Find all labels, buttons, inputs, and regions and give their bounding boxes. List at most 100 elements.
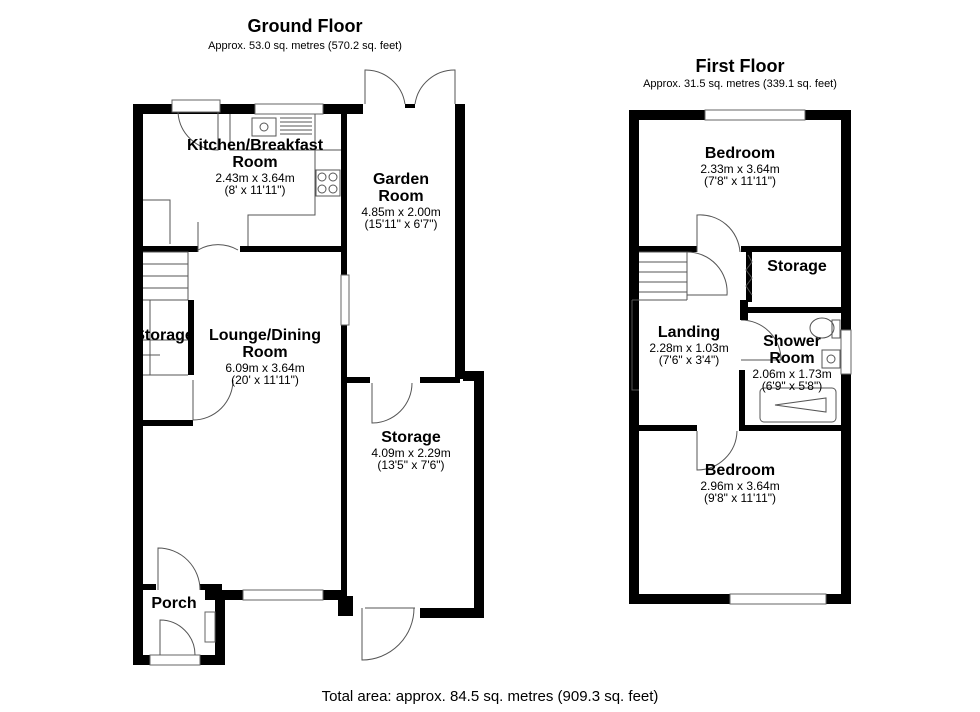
lounge-inner-door — [192, 379, 234, 421]
wall-top-kitchen — [133, 104, 363, 114]
wall-garden-bottom-right — [420, 377, 460, 383]
kitchen-back-door — [177, 111, 219, 151]
first-floor-area: Approx. 31.5 sq. metres (339.1 sq. feet) — [643, 78, 837, 90]
landing-name: Landing — [657, 324, 721, 341]
kitchen-name-2: Room — [232, 153, 278, 171]
storage-imperial: (13'5" x 7'6") — [377, 458, 445, 473]
wall-lounge-divider — [138, 420, 193, 426]
kitchen-to-lounge-door — [197, 244, 239, 251]
wall-right-storage — [474, 371, 484, 616]
lounge-imperial: (20' x 11'11") — [231, 373, 299, 388]
ground-floor-plan — [133, 69, 484, 666]
kitchen-door-frame — [171, 99, 221, 113]
ff-storage-name: Storage — [767, 258, 827, 275]
lounge-window — [340, 274, 350, 326]
landing-imperial: (7'6" x 3'4") — [658, 353, 720, 368]
ff-bedroom1-label: Bedroom 2.33m x 3.64m (7'8" x 11'11") — [650, 145, 830, 189]
garden-imperial: (15'11" x 6'7") — [364, 217, 438, 232]
storage-small-name: Storage — [143, 328, 194, 344]
storage-door-left — [361, 607, 415, 661]
kitchen-counter-left — [143, 199, 171, 244]
ground-stairs — [143, 251, 189, 301]
wall-storage-divider — [188, 300, 194, 375]
kitchen-imperial: (8' x 11'11") — [224, 183, 286, 198]
ff-landing-door — [686, 251, 728, 296]
kitchen-counter — [229, 114, 316, 246]
porch-door-frame — [149, 654, 201, 666]
garden-name: Garden — [372, 171, 429, 188]
storage-label: Storage 4.09m x 2.29m (13'5" x 7'6") — [350, 429, 472, 473]
wall-right-porch — [215, 590, 225, 665]
ground-floor-area: Approx. 53.0 sq. metres (570.2 sq. feet) — [208, 40, 402, 52]
ff-landing-label: Landing 2.28m x 1.03m (7'6" x 3'4") — [636, 324, 742, 368]
hob-icon — [315, 169, 341, 197]
first-floor-plan — [629, 109, 852, 605]
wall-porch-top-left — [138, 584, 156, 590]
lounge-name: Lounge/Dining — [209, 327, 321, 344]
ff-storage-door — [745, 254, 753, 296]
wall-left — [133, 104, 143, 664]
porch-name: Porch — [151, 595, 197, 612]
kitchen-window — [254, 103, 324, 115]
ff-wall-bedroom2-left — [635, 425, 697, 431]
garden-door-right — [414, 69, 456, 105]
garden-door-left — [364, 69, 406, 105]
lounge-name-2: Room — [242, 343, 288, 361]
wall-bottom-storage-right — [420, 608, 484, 618]
shower-metric: 2.06m x 1.73m — [752, 366, 832, 381]
ground-floor-title: Ground Floor — [247, 16, 363, 36]
bedroom2-name: Bedroom — [704, 462, 776, 479]
porch-label: Porch — [143, 595, 205, 613]
wall-porch-top-right — [200, 584, 222, 590]
ff-bedroom1-window — [704, 109, 806, 121]
ff-stairs — [639, 251, 688, 300]
ff-bedroom2-door — [696, 430, 738, 471]
ff-wall-shower-left — [739, 370, 745, 430]
wall-bottom-storage-left — [338, 596, 353, 616]
bedroom1-name: Bedroom — [704, 145, 776, 162]
total-area: Total area: approx. 84.5 sq. metres (909… — [321, 688, 659, 705]
bedroom1-imperial: (7'8" x 11'11") — [703, 174, 777, 189]
storage-metric: 4.09m x 2.29m — [371, 445, 451, 460]
ff-bedroom1-door — [696, 214, 741, 253]
porch-front-door — [159, 619, 196, 656]
kitchen-metric: 2.43m x 3.64m — [215, 170, 295, 185]
ff-wall-left — [629, 110, 639, 604]
storage-inner-door — [371, 382, 413, 424]
ff-wall-shower-top — [741, 307, 846, 313]
garden-metric: 4.85m x 2.00m — [361, 204, 441, 219]
ff-bedroom2-window — [729, 593, 827, 605]
toilet-icon — [809, 317, 835, 339]
ff-bedroom2-label: Bedroom 2.96m x 3.64m (9'8" x 11'11") — [650, 462, 830, 506]
ff-boiler — [740, 300, 748, 320]
basin-icon — [821, 349, 841, 369]
ff-wall-bedroom1-right — [741, 246, 846, 252]
shower-imperial: (6'9" x 5'8") — [761, 379, 823, 394]
bedroom2-imperial: (9'8" x 11'11") — [703, 491, 777, 506]
first-floor-title: First Floor — [695, 56, 785, 76]
ff-storage-label: Storage — [752, 258, 842, 276]
wall-mid-vertical — [341, 110, 347, 600]
kitchen-label: Kitchen/Breakfast Room 2.43m x 3.64m (8'… — [160, 137, 350, 198]
ff-shower-label: Shower Room 2.06m x 1.73m (6'9" x 5'8") — [744, 333, 840, 394]
wall-step-storage — [463, 371, 483, 381]
lounge-metric: 6.09m x 3.64m — [225, 360, 305, 375]
lounge-front-window — [242, 589, 324, 601]
wall-kitchen-bottom — [240, 246, 344, 252]
kitchen-name: Kitchen/Breakfast — [186, 137, 324, 154]
ff-shower-window — [840, 329, 852, 375]
drainer-icon — [280, 117, 312, 135]
bedroom1-metric: 2.33m x 3.64m — [700, 161, 780, 176]
ff-shower-door — [740, 319, 782, 361]
shower-name-2: Room — [769, 349, 815, 367]
landing-metric: 2.28m x 1.03m — [649, 340, 729, 355]
porch-window — [204, 611, 216, 643]
storage-small-label: Storage — [143, 328, 199, 345]
ff-wall-bedroom1-left — [635, 246, 697, 252]
garden-name-2: Room — [378, 187, 424, 205]
ff-wall-shower-bottom — [739, 425, 846, 431]
garden-room-label: Garden Room 4.85m x 2.00m (15'11" x 6'7"… — [345, 171, 457, 232]
wall-right-garden — [455, 104, 465, 379]
lounge-label: Lounge/Dining Room 6.09m x 3.64m (20' x … — [195, 327, 335, 388]
